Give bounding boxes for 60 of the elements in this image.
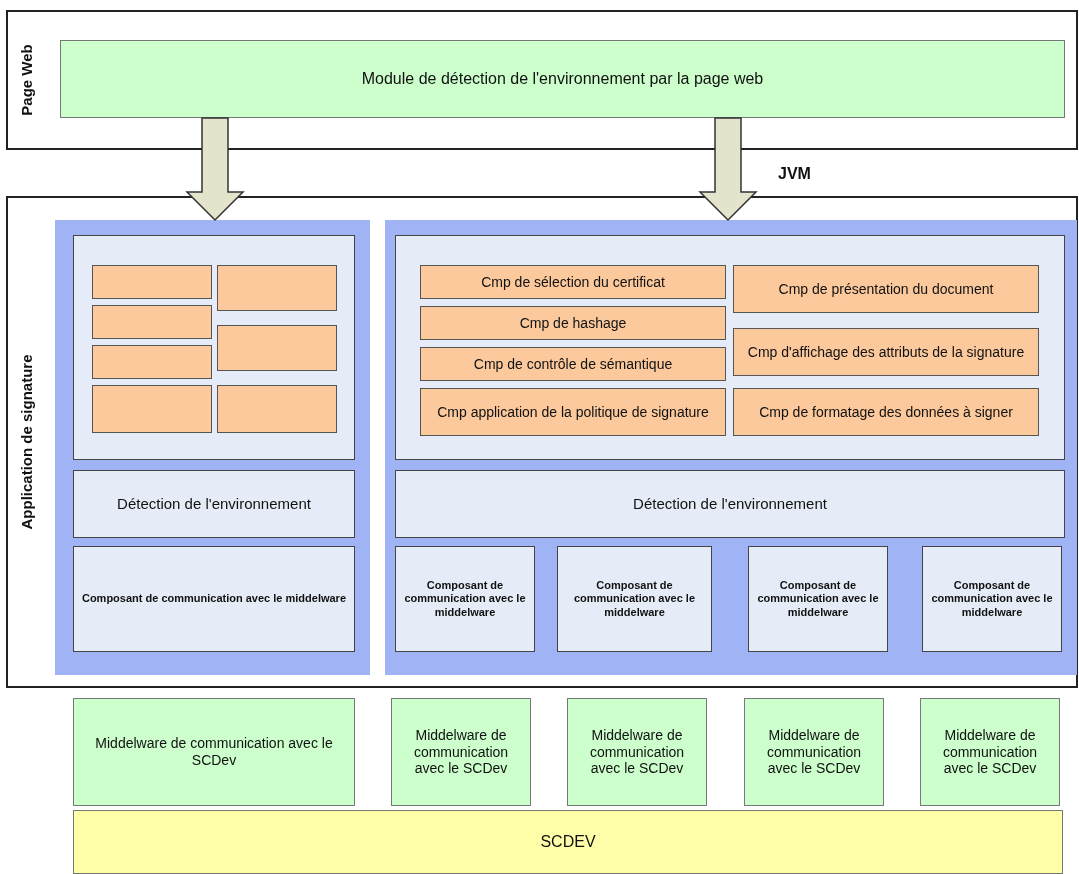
component-box — [92, 385, 212, 433]
component-box — [420, 265, 726, 299]
component-box — [92, 265, 212, 299]
middleware-box — [567, 698, 707, 806]
node-label: Cmp d'affichage des attributs de la signature — [746, 343, 1026, 361]
communication-box — [748, 546, 888, 652]
node-label: Middelware de communication avec le SCDev — [94, 735, 334, 769]
communication-box — [557, 546, 712, 652]
component-container — [73, 235, 355, 460]
node-label: Cmp de présentation du document — [777, 280, 995, 298]
node-label: Composant de communication avec le middelware — [756, 579, 880, 619]
detection-box — [395, 470, 1065, 538]
node-label: Cmp de contrôle de sémantique — [472, 355, 674, 373]
node-label: SCDEV — [539, 832, 597, 852]
node-label: Composant de communication avec le middelware — [930, 579, 1054, 619]
component-box — [217, 385, 337, 433]
band-title: Page Web — [18, 44, 36, 116]
node-label: Détection de l'environnement — [632, 495, 828, 513]
middleware-box — [73, 698, 355, 806]
component-container — [395, 235, 1065, 460]
node-label: Détection de l'environnement — [116, 495, 312, 513]
node-label: Cmp de formatage des données à signer — [758, 403, 1014, 421]
component-box — [217, 325, 337, 371]
component-box — [420, 347, 726, 381]
communication-box — [73, 546, 355, 652]
middleware-box — [744, 698, 884, 806]
band-title: Application de signature — [18, 354, 36, 530]
node-label: Middelware de communication avec le SCDev — [412, 726, 510, 778]
component-box — [420, 306, 726, 340]
block-arrow — [185, 117, 245, 222]
component-box — [217, 265, 337, 311]
node-label: Middelware de communication avec le SCDev — [765, 726, 863, 778]
layer-band — [6, 196, 1078, 688]
component-box — [92, 305, 212, 339]
component-box — [733, 328, 1039, 376]
communication-box — [395, 546, 535, 652]
component-box — [92, 345, 212, 379]
block-arrow — [698, 117, 758, 222]
node-label: Composant de communication avec le middelware — [80, 592, 348, 606]
middleware-box — [920, 698, 1060, 806]
panel — [55, 220, 370, 675]
component-box — [733, 265, 1039, 313]
node-label: Composant de communication avec le middelware — [572, 579, 696, 619]
communication-box — [922, 546, 1062, 652]
panel — [385, 220, 1077, 675]
node-label: Middelware de communication avec le SCDev — [588, 726, 686, 778]
middleware-box — [391, 698, 531, 806]
component-box — [420, 388, 726, 436]
node-label: Composant de communication avec le middelware — [403, 579, 527, 619]
scdev-box — [73, 810, 1063, 874]
node-label: Middelware de communication avec le SCDev — [941, 726, 1039, 778]
node-label: Cmp application de la politique de signature — [436, 403, 710, 421]
node-label: Cmp de hashage — [518, 314, 628, 332]
module-box — [60, 40, 1065, 118]
component-box — [733, 388, 1039, 436]
detection-box — [73, 470, 355, 538]
node-label: Module de détection de l'environnement par la page web — [360, 69, 765, 89]
node-label: Cmp de sélection du certificat — [480, 273, 666, 291]
edge-label: JVM — [778, 165, 811, 183]
layer-band — [6, 10, 1078, 150]
